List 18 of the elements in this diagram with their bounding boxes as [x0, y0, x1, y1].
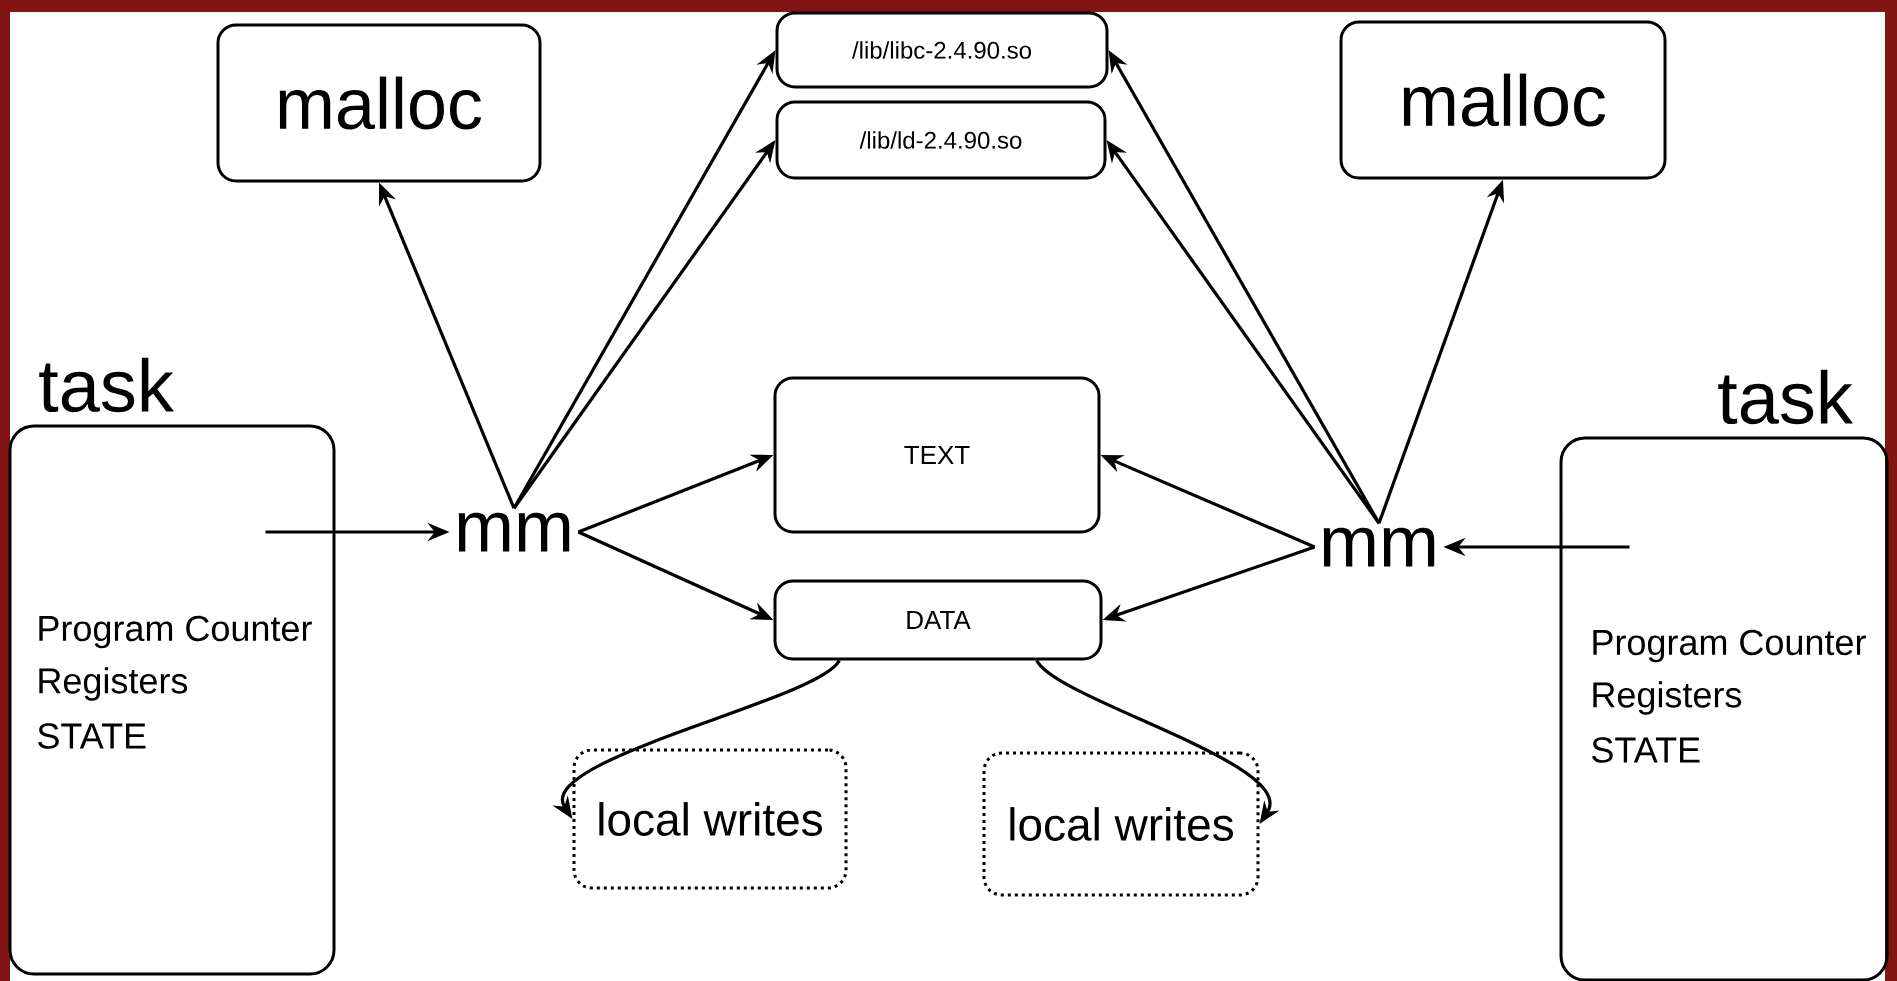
segment-box: DATA	[773, 579, 1103, 661]
register-label: Registers	[1593, 681, 1742, 715]
register-label: STATE	[38, 723, 146, 749]
library-box: /lib/libc-2.4.90.so	[775, 11, 1109, 89]
mm-label: mm	[1323, 527, 1435, 567]
register-label: Program Counter	[39, 615, 312, 649]
register-label: Registers	[39, 667, 188, 701]
library-box: /lib/ld-2.4.90.so	[775, 100, 1107, 180]
mm-label: mm	[458, 512, 570, 552]
local-writes-box: local writes	[982, 751, 1260, 897]
task-heading: task	[1718, 369, 1853, 425]
register-label: Program Counter	[1593, 629, 1866, 663]
local-writes-box: local writes	[572, 748, 848, 890]
register-label: STATE	[1592, 737, 1700, 763]
malloc-box: malloc	[1339, 20, 1667, 180]
segment-box: TEXT	[773, 376, 1101, 534]
malloc-box: malloc	[216, 23, 542, 183]
task-heading: task	[39, 357, 174, 413]
